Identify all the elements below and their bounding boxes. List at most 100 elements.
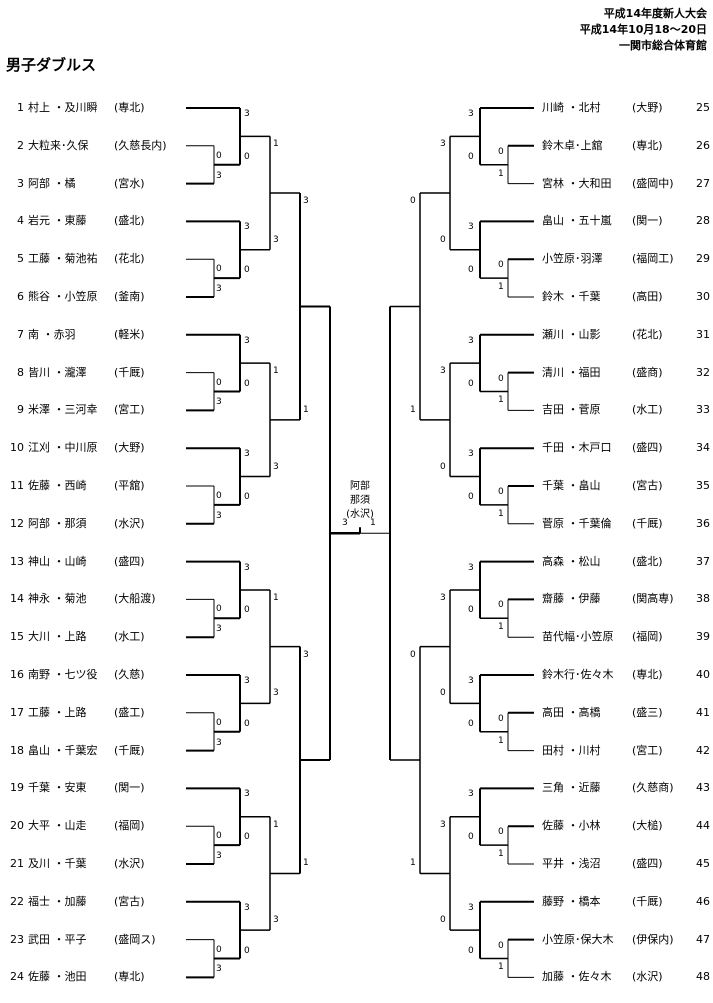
match-score: 1 bbox=[498, 395, 504, 406]
entry-school: (水沢) bbox=[632, 970, 663, 984]
entry-school: (宮古) bbox=[632, 479, 663, 492]
entry-number: 43 bbox=[696, 781, 710, 795]
entry-players: 大粒来･久保 bbox=[28, 138, 89, 152]
match-score: 0 bbox=[410, 649, 416, 660]
entry-number: 36 bbox=[696, 516, 710, 530]
match-score: 1 bbox=[273, 819, 279, 830]
match-score: 0 bbox=[244, 718, 250, 729]
match-score: 3 bbox=[216, 284, 222, 294]
entry-number: 21 bbox=[10, 857, 24, 870]
entry-players: 吉田 ・菅原 bbox=[542, 403, 601, 417]
entry-number: 34 bbox=[696, 441, 710, 455]
entry-number: 39 bbox=[696, 630, 710, 644]
entry-school: (福岡) bbox=[632, 630, 663, 644]
entry-players: 阿部 ・橘 bbox=[28, 176, 76, 190]
entry-players: 鈴木行･佐々木 bbox=[542, 668, 614, 681]
entry-school: (専北) bbox=[114, 970, 145, 984]
entry-players: 神山 ・山崎 bbox=[28, 554, 87, 568]
match-score: 0 bbox=[216, 491, 222, 501]
entry-players: 齋藤 ・伊藤 bbox=[542, 592, 601, 606]
entry-players: 藤野 ・橋本 bbox=[542, 894, 601, 908]
match-score: 0 bbox=[410, 196, 416, 207]
entry-school: (関一) bbox=[632, 214, 663, 228]
match-score: 3 bbox=[303, 649, 309, 660]
match-score: 3 bbox=[216, 510, 222, 521]
entry-number: 22 bbox=[10, 894, 24, 908]
match-score: 3 bbox=[273, 688, 279, 699]
match-score: 1 bbox=[498, 168, 504, 179]
entry-players: 南 ・赤羽 bbox=[28, 327, 76, 341]
entry-school: (千厩) bbox=[632, 516, 663, 530]
match-score: 3 bbox=[468, 789, 474, 800]
match-score: 0 bbox=[468, 378, 474, 389]
match-score: 3 bbox=[468, 902, 474, 913]
entry-number: 5 bbox=[17, 252, 24, 266]
entry-players: 千葉 ・安東 bbox=[28, 781, 87, 795]
entry-number: 11 bbox=[10, 479, 24, 492]
entry-number: 26 bbox=[696, 138, 710, 152]
page-title: 男子ダブルス bbox=[6, 56, 97, 74]
match-score: 3 bbox=[440, 592, 446, 603]
entry-number: 27 bbox=[696, 176, 710, 190]
entry-number: 29 bbox=[696, 252, 710, 266]
entry-number: 45 bbox=[696, 857, 710, 870]
match-score: 0 bbox=[244, 265, 250, 276]
match-score: 3 bbox=[244, 449, 250, 460]
entry-school: (宮工) bbox=[114, 403, 145, 417]
match-score: 0 bbox=[244, 945, 250, 956]
entry-number: 15 bbox=[10, 630, 24, 644]
entry-players: 武田 ・平子 bbox=[28, 932, 87, 946]
entry-school: (関高専) bbox=[632, 592, 674, 606]
match-score: 0 bbox=[498, 940, 504, 951]
entry-number: 9 bbox=[17, 403, 24, 417]
entry-players: 大川 ・上路 bbox=[28, 630, 87, 644]
entry-number: 7 bbox=[17, 327, 24, 341]
entry-players: 瀬川 ・山影 bbox=[542, 327, 601, 341]
entry-players: 佐藤 ・西崎 bbox=[28, 479, 87, 492]
match-score: 0 bbox=[498, 713, 504, 724]
entry-number: 20 bbox=[10, 819, 24, 833]
match-score: 3 bbox=[468, 562, 474, 573]
entry-players: 菅原 ・千葉倫 bbox=[542, 516, 612, 530]
match-score: 0 bbox=[468, 718, 474, 729]
match-score: 0 bbox=[468, 605, 474, 616]
entry-school: (花北) bbox=[114, 252, 145, 266]
entry-school: (関一) bbox=[114, 781, 145, 795]
match-score: 0 bbox=[468, 945, 474, 956]
entry-number: 44 bbox=[696, 819, 710, 833]
entry-school: (福岡) bbox=[114, 819, 145, 833]
entry-school: (大野) bbox=[114, 441, 145, 455]
entry-number: 4 bbox=[17, 214, 24, 228]
entry-number: 13 bbox=[10, 554, 24, 568]
entry-number: 23 bbox=[10, 932, 24, 946]
entry-number: 6 bbox=[17, 290, 24, 303]
match-score: 3 bbox=[244, 676, 250, 686]
match-score: 3 bbox=[216, 851, 222, 861]
entry-number: 30 bbox=[696, 290, 710, 303]
entry-number: 16 bbox=[10, 668, 24, 681]
match-score: 0 bbox=[498, 260, 504, 271]
entry-players: 畠山 ・千葉宏 bbox=[28, 743, 98, 757]
entry-school: (伊保内) bbox=[632, 932, 674, 946]
entry-number: 42 bbox=[696, 743, 710, 757]
entry-school: (久慈商) bbox=[632, 781, 674, 795]
entry-school: (盛岡ス) bbox=[114, 932, 156, 946]
entry-number: 18 bbox=[10, 743, 24, 757]
entry-number: 8 bbox=[17, 365, 24, 379]
match-score: 0 bbox=[216, 377, 222, 388]
entry-school: (千厩) bbox=[632, 894, 663, 908]
match-score: 1 bbox=[498, 849, 504, 859]
match-score: 1 bbox=[498, 282, 504, 292]
match-score: 3 bbox=[244, 222, 250, 233]
match-score: 1 bbox=[410, 404, 416, 415]
champion-name-1: 阿部 bbox=[350, 481, 370, 492]
match-score: 3 bbox=[468, 222, 474, 233]
entry-number: 3 bbox=[17, 176, 24, 190]
match-score: 1 bbox=[498, 622, 504, 633]
match-score: 0 bbox=[440, 915, 446, 926]
match-score: 0 bbox=[244, 378, 250, 389]
entry-school: (久慈長内) bbox=[114, 138, 167, 152]
match-score: 3 bbox=[216, 624, 222, 635]
match-score: 3 bbox=[468, 676, 474, 686]
entry-school: (軽米) bbox=[114, 327, 145, 341]
